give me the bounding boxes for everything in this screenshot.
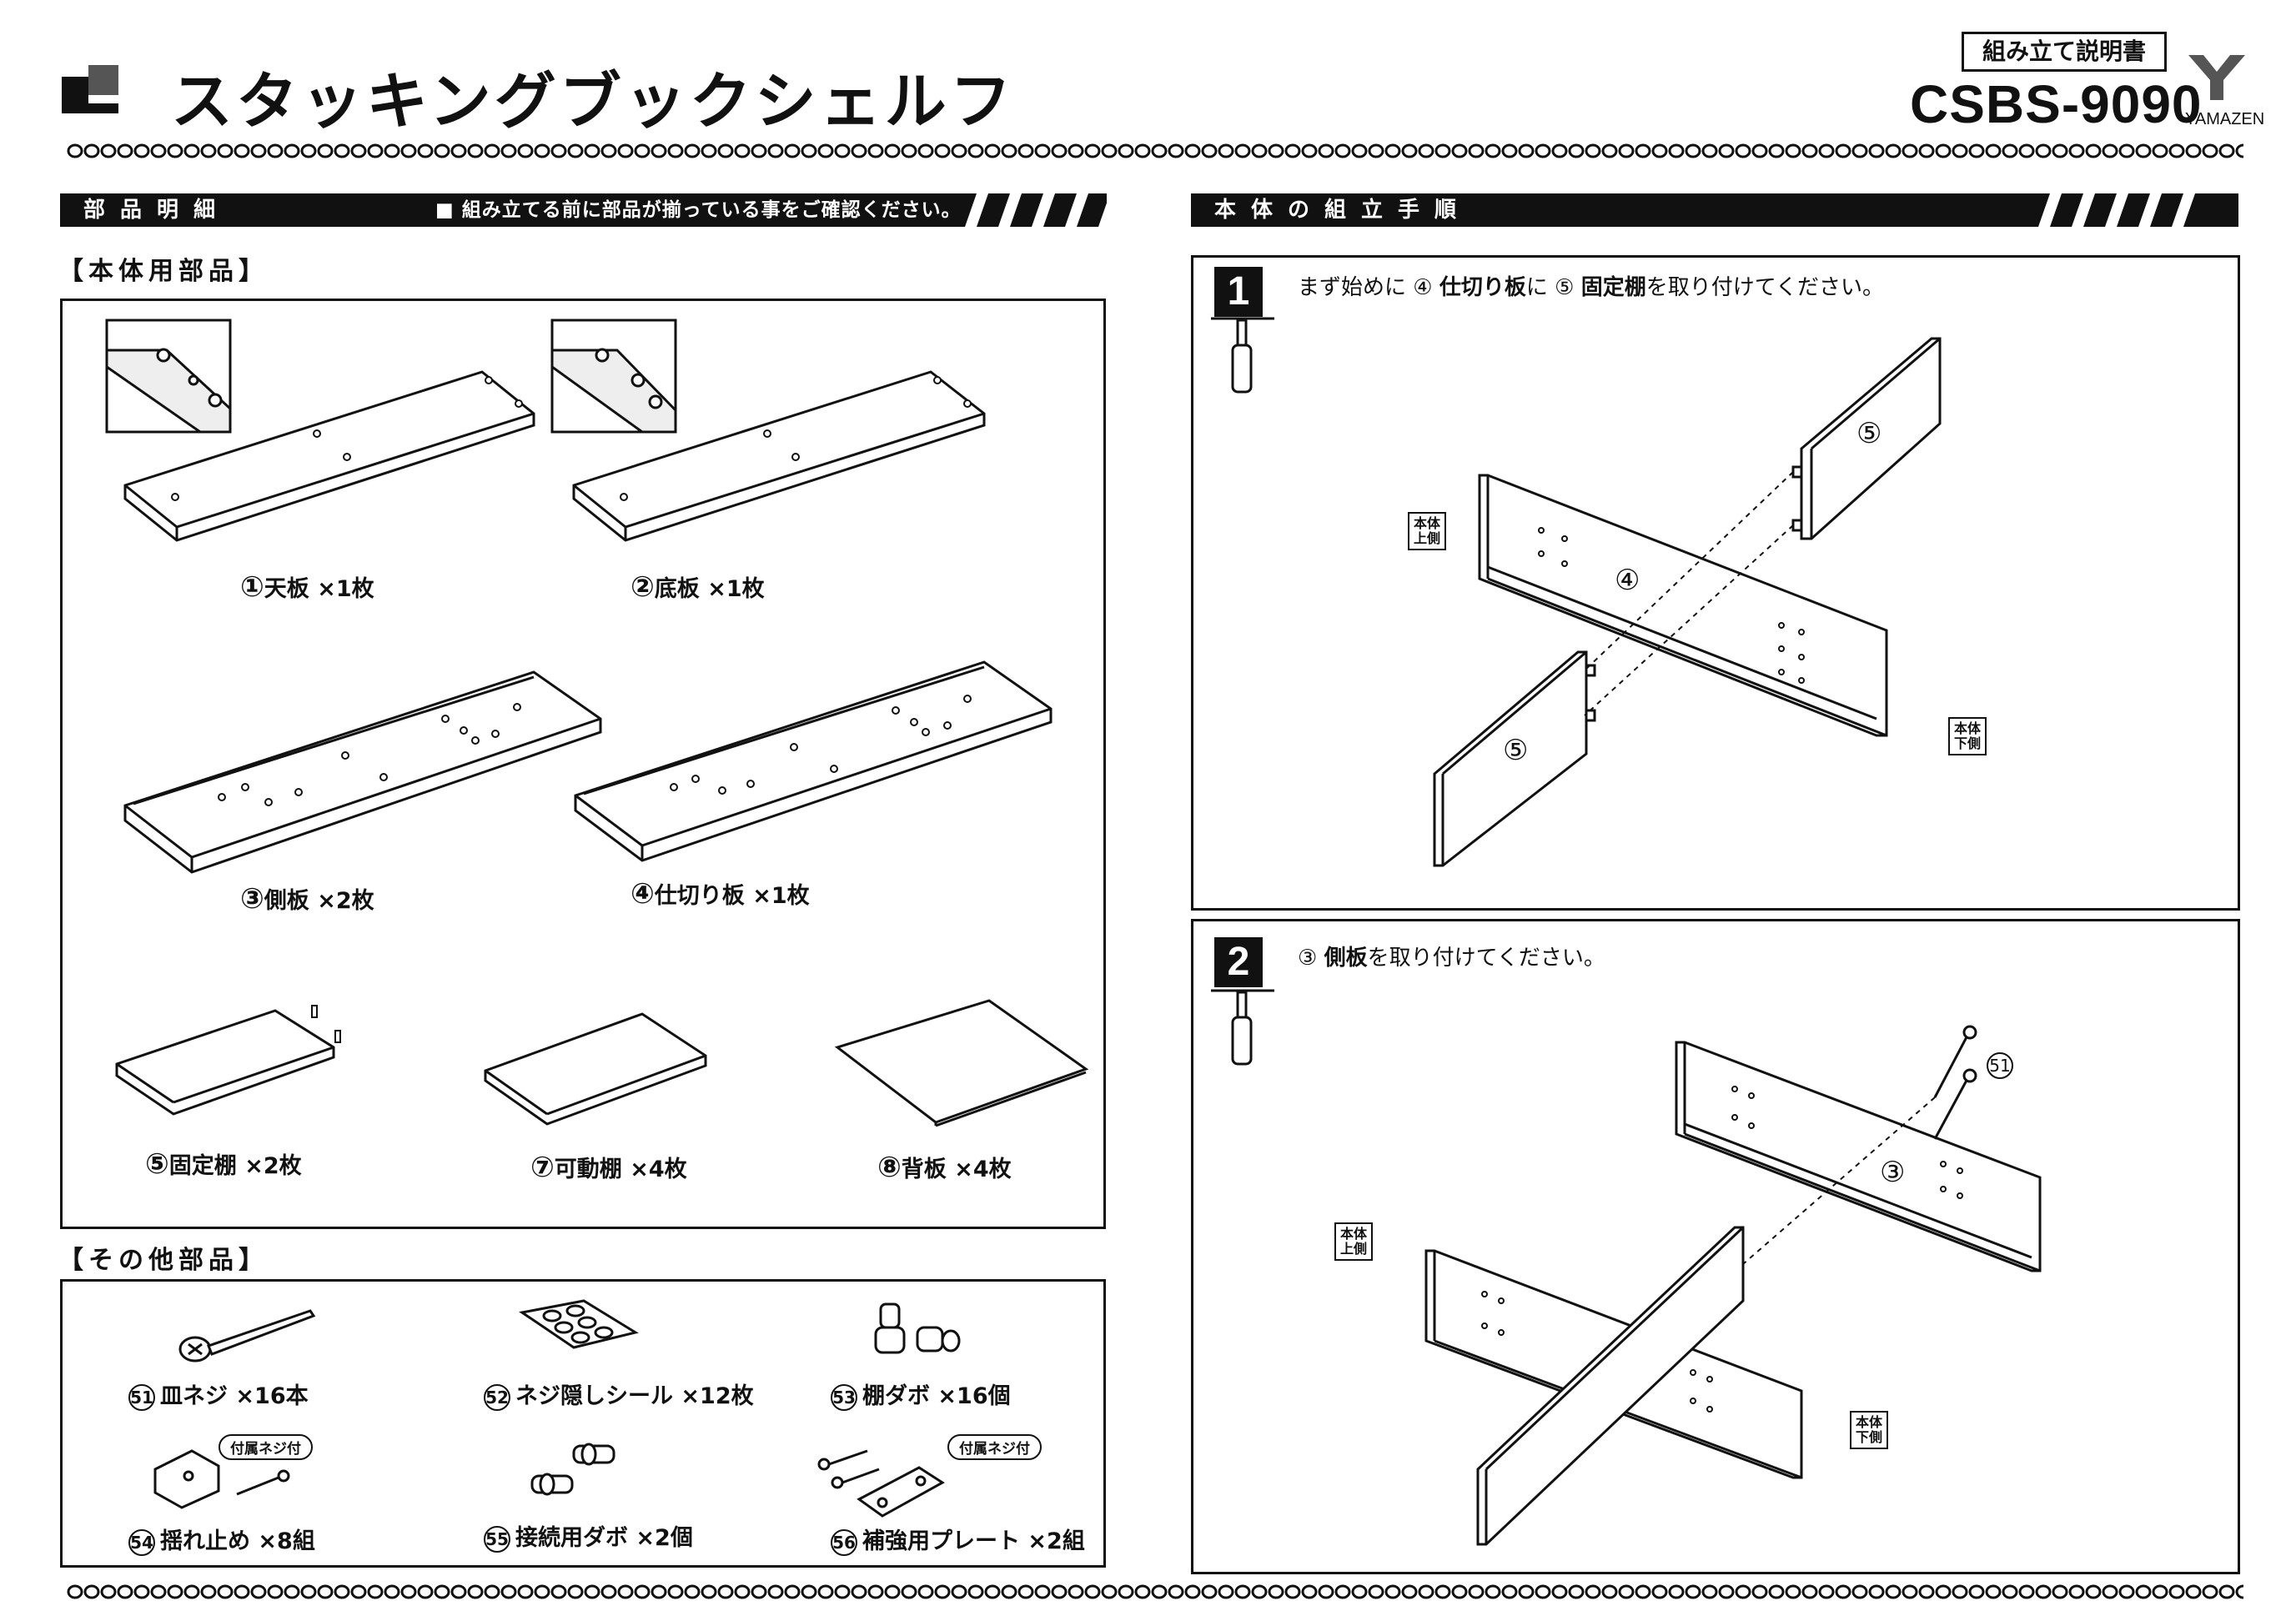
fixed-shelf-drawing — [115, 1009, 335, 1116]
manual-label: 組み立て説明書 — [1962, 32, 2167, 72]
label-lower-side-step2: 本体下側 — [1850, 1411, 1888, 1449]
top-chain-border — [67, 142, 2243, 160]
bar-stripes — [965, 193, 1122, 227]
flat-screw-icon — [178, 1309, 316, 1363]
body-parts-heading: 【本体用部品】 — [58, 257, 269, 286]
part-caption-7: ⑦可動棚 ×4枚 — [530, 1151, 687, 1184]
parts-section-label: 部品明細 — [83, 198, 231, 223]
screw-included-tag-2: 付属ネジ付 — [947, 1434, 1042, 1460]
logo-square-grey — [88, 65, 118, 95]
movable-shelf-drawing — [484, 1012, 707, 1126]
assembly-section-bar: 本体の組立手順 — [1191, 193, 2238, 227]
screwdriver-icon — [1211, 989, 1274, 1066]
back-panel-drawing — [834, 999, 1089, 1124]
anti-tip-bracket-icon — [153, 1449, 290, 1509]
screw-cover-seal-icon — [519, 1299, 639, 1349]
assembly-section-label: 本体の組立手順 — [1214, 198, 1472, 223]
part-caption-4: ④仕切り板 ×1枚 — [631, 877, 810, 911]
logo-bar — [62, 103, 118, 113]
screw-included-tag-1: 付属ネジ付 — [219, 1434, 313, 1460]
callout-fixed-shelf-5-upper: ⑤ — [1856, 417, 1882, 450]
label-lower-side-step1: 本体下側 — [1948, 717, 1987, 755]
logo-square-dark — [62, 77, 88, 103]
callout-fixed-shelf-5-lower: ⑤ — [1503, 734, 1529, 767]
step-1-number: 1 — [1214, 267, 1263, 317]
callout-screw-51: 51 — [1987, 1052, 2013, 1079]
step-2-instruction: ③ 側板を取り付けてください。 — [1298, 946, 1605, 971]
part-caption-8: ⑧背板 ×4枚 — [877, 1151, 1012, 1184]
parts-section-note: ■ 組み立てる前に部品が揃っている事をご確認ください。 — [435, 199, 962, 221]
other-parts-heading: 【その他部品】 — [58, 1246, 269, 1275]
part-caption-5: ⑤固定棚 ×2枚 — [145, 1147, 302, 1181]
model-number: CSBS-9090 — [1910, 74, 2203, 134]
top-board-drawing — [123, 370, 535, 542]
label-upper-side-step2: 本体上側 — [1334, 1222, 1373, 1261]
connecting-dowel-icon — [530, 1443, 615, 1496]
shelf-dowel-icon — [874, 1302, 961, 1354]
step-1-instruction: まず始めに ④ 仕切り板に ⑤ 固定棚を取り付けてください。 — [1298, 275, 1884, 300]
parts-section-bar: 部品明細 ■ 組み立てる前に部品が揃っている事をご確認ください。 — [60, 193, 1122, 227]
step-2-number: 2 — [1214, 937, 1263, 987]
brand-name: YAMAZEN — [2185, 110, 2265, 128]
bottom-board-drawing — [572, 370, 986, 542]
screwdriver-icon — [1211, 317, 1274, 394]
side-board-drawing — [123, 670, 602, 874]
bottom-chain-border — [67, 1583, 2243, 1601]
yamazen-logo-icon — [2188, 55, 2245, 100]
callout-side-board-3: ③ — [1880, 1156, 1906, 1189]
part-caption-3: ③側板 ×2枚 — [240, 882, 374, 916]
label-upper-side-step1: 本体上側 — [1408, 512, 1446, 550]
page-title: スタッキングブックシェルフ — [171, 66, 1015, 138]
step2-fixed-shelf-drawing — [1476, 1226, 1745, 1546]
bar-stripes — [2038, 193, 2195, 227]
reinforcement-plate-icon — [817, 1449, 945, 1518]
part-caption-1: ①天板 ×1枚 — [240, 570, 374, 604]
partition-board-drawing — [574, 660, 1053, 862]
callout-partition-4: ④ — [1615, 564, 1640, 597]
part-caption-2: ②底板 ×1枚 — [631, 570, 765, 604]
